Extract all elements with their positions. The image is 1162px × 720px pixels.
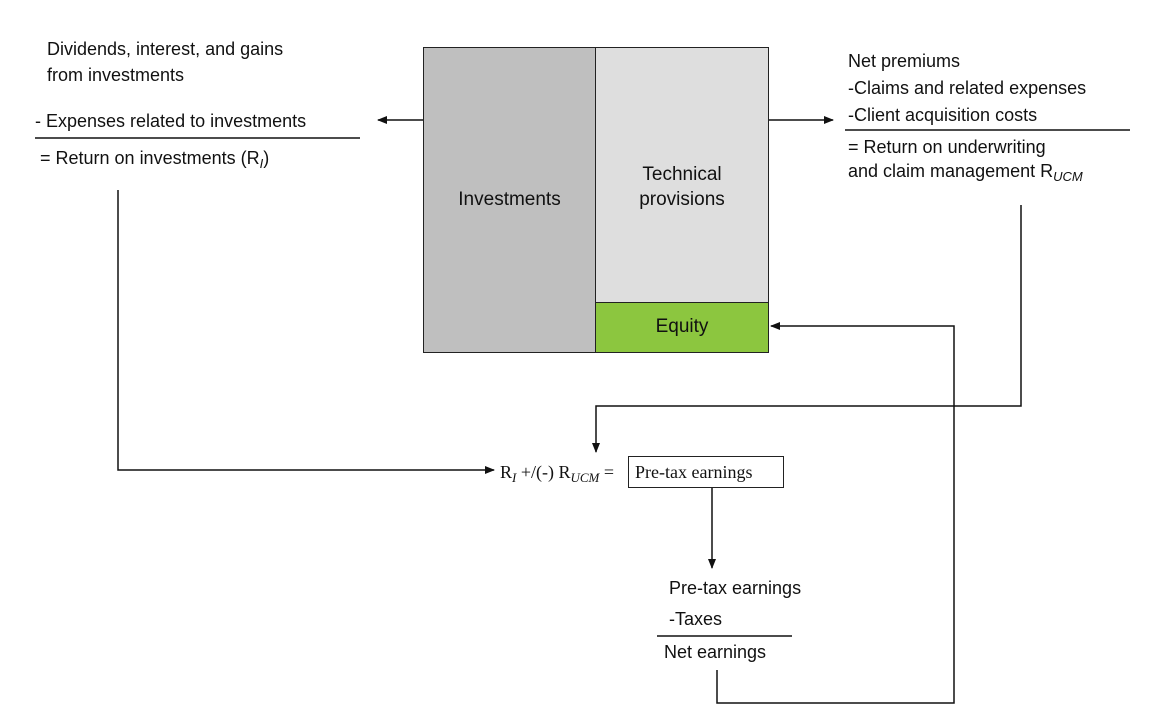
net-calc-pretax: Pre-tax earnings	[669, 578, 802, 598]
return-on-investments-sub: I	[259, 156, 264, 171]
net-premiums: Net premiums	[848, 51, 961, 71]
equity-label: Equity	[655, 316, 709, 337]
investments-box	[423, 47, 596, 353]
investments-income-line2: from investments	[47, 65, 185, 85]
technical-provisions-box	[595, 47, 769, 303]
investments-income-line1: Dividends, interest, and gains	[47, 39, 284, 59]
investments-label: Investments	[458, 189, 561, 210]
equation-operator: +/(-) R	[516, 462, 571, 482]
claims-expenses: -Claims and related expenses	[848, 78, 1087, 98]
technical-provisions-line2: provisions	[639, 189, 725, 210]
pretax-earnings-box: Pre-tax earnings	[628, 456, 784, 488]
return-on-investments-suffix: )	[263, 148, 270, 168]
return-on-investments: = Return on investments (RI)	[40, 145, 269, 177]
return-on-underwriting-line2: and claim management RUCM	[848, 158, 1083, 190]
net-earnings-to-equity-connector	[716, 322, 955, 704]
rucm-connector	[592, 205, 1022, 453]
equation-ucm-sub: UCM	[570, 470, 600, 485]
equation-r-sub: I	[512, 470, 517, 485]
client-acquisition-costs: -Client acquisition costs	[848, 105, 1038, 125]
net-earnings: Net earnings	[664, 642, 767, 662]
equation-r: R	[500, 462, 513, 482]
ri-connector	[117, 190, 495, 474]
equation-equals: =	[599, 462, 615, 482]
pretax-equation: RI +/(-) RUCM =	[500, 459, 614, 491]
technical-provisions-line1: Technical	[642, 164, 722, 185]
return-on-underwriting-line1: = Return on underwriting	[848, 137, 1046, 157]
return-on-underwriting-prefix: and claim management R	[848, 161, 1054, 181]
equity-box	[595, 302, 769, 353]
technical-provisions-label: Technical provisions	[595, 162, 769, 212]
investments-expenses: - Expenses related to investments	[35, 111, 307, 131]
net-calc-taxes: -Taxes	[669, 609, 723, 629]
return-on-underwriting-sub: UCM	[1053, 169, 1083, 184]
return-on-investments-prefix: = Return on investments (R	[40, 148, 260, 168]
